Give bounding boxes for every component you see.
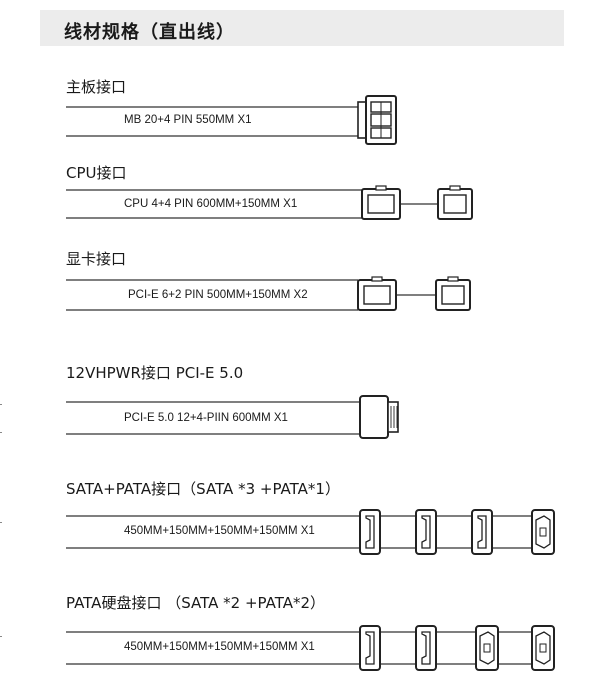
- sata-connector-icon: [415, 625, 437, 671]
- pata-molex-connector-icon: [475, 625, 499, 671]
- header-bar: [40, 10, 564, 46]
- section-title-cpu: CPU接口: [66, 164, 127, 182]
- sata-connector-icon: [415, 509, 437, 555]
- section-title-motherboard: 主板接口: [66, 78, 127, 96]
- cable-motherboard-drawing: [66, 95, 397, 145]
- edge-mark: [0, 636, 2, 637]
- edge-mark: [0, 404, 2, 405]
- cable-12vhpwr: PCI-E 5.0 12+4-PIIN 600MM X1: [66, 395, 556, 439]
- pata-molex-connector-icon: [531, 509, 555, 555]
- 12vhpwr-connector-icon: [359, 395, 399, 439]
- cable-gpu-drawing: [66, 276, 471, 311]
- cable-motherboard: MB 20+4 PIN 550MM X1: [66, 95, 556, 145]
- cable-cpu: CPU 4+4 PIN 600MM+150MM X1: [66, 185, 556, 222]
- cable-pata-drive-drawing: [66, 625, 555, 671]
- edge-mark: [0, 522, 2, 523]
- sata-connector-icon: [359, 625, 381, 671]
- cable-12vhpwr-drawing: [66, 395, 399, 439]
- pcie-6pin-connector-icon: [435, 276, 471, 311]
- section-title-pata-drive: PATA硬盘接口 （SATA *2 +PATA*2）: [66, 594, 325, 612]
- section-title-sata-pata: SATA+PATA接口（SATA *3 +PATA*1）: [66, 480, 340, 498]
- cable-pata-drive: 450MM+150MM+150MM+150MM X1: [66, 625, 556, 671]
- pcie-8pin-connector-icon: [357, 276, 397, 311]
- pata-molex-connector-icon: [531, 625, 555, 671]
- cable-label-sata-pata: 450MM+150MM+150MM+150MM X1: [124, 525, 315, 537]
- page-title: 线材规格（直出线）: [64, 22, 235, 43]
- cable-sata-pata-drawing: [66, 509, 555, 555]
- cable-label-cpu: CPU 4+4 PIN 600MM+150MM X1: [124, 198, 298, 210]
- sata-connector-icon: [359, 509, 381, 555]
- eps-4pin-connector-icon: [437, 185, 473, 220]
- cable-cpu-drawing: [66, 185, 473, 220]
- cable-label-12vhpwr: PCI-E 5.0 12+4-PIIN 600MM X1: [124, 412, 288, 424]
- eps-8pin-connector-icon: [361, 185, 401, 220]
- edge-mark: [0, 432, 2, 433]
- cable-gpu: PCI-E 6+2 PIN 500MM+150MM X2: [66, 276, 556, 312]
- sata-connector-icon: [471, 509, 493, 555]
- atx-24pin-connector-icon: [357, 95, 397, 145]
- section-title-12vhpwr: 12VHPWR接口 PCI-E 5.0: [66, 364, 244, 382]
- cable-sata-pata: 450MM+150MM+150MM+150MM X1: [66, 509, 556, 555]
- cable-label-gpu: PCI-E 6+2 PIN 500MM+150MM X2: [128, 289, 308, 301]
- section-title-gpu: 显卡接口: [66, 250, 127, 268]
- cable-label-motherboard: MB 20+4 PIN 550MM X1: [124, 114, 252, 126]
- cable-label-pata-drive: 450MM+150MM+150MM+150MM X1: [124, 641, 315, 653]
